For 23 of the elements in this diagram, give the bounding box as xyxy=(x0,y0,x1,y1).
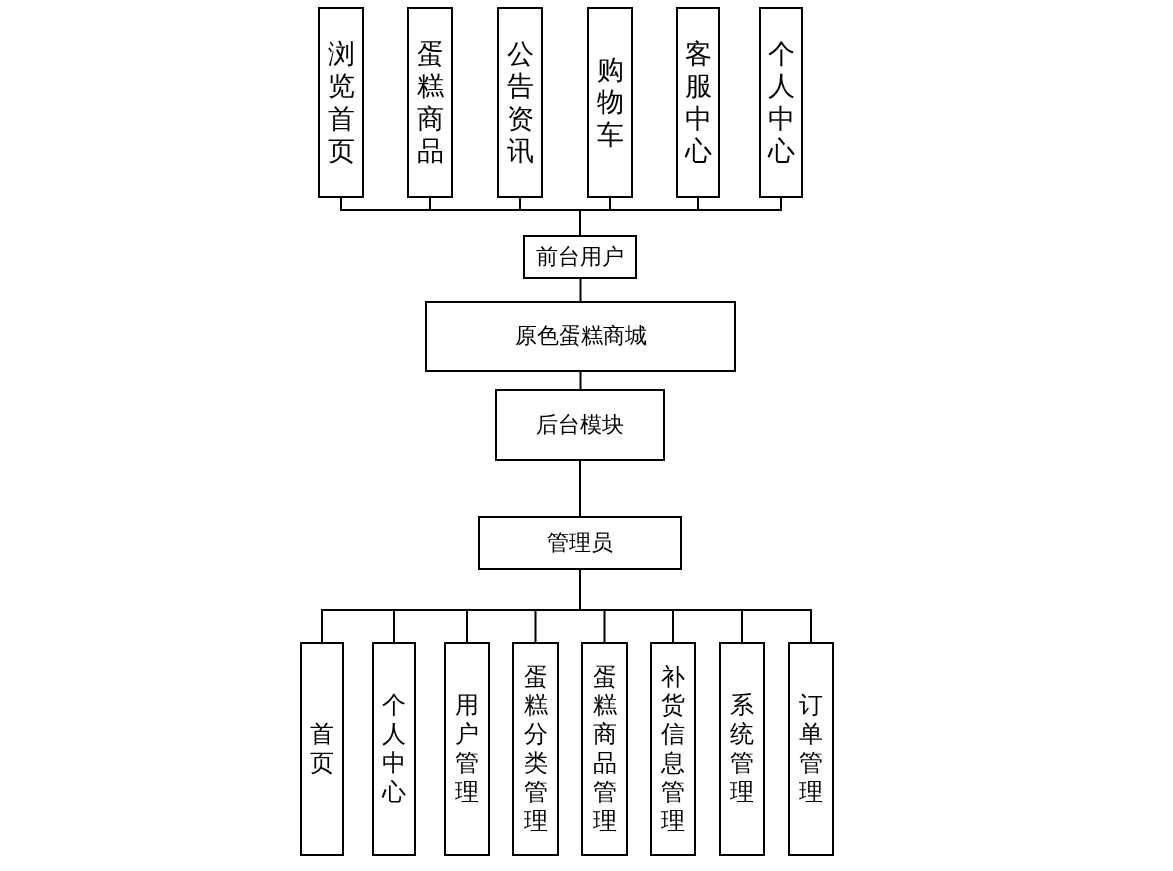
process-box: 原色蛋糕商城 xyxy=(425,301,736,372)
module-box: 系统管理 xyxy=(719,642,765,856)
process-box: 前台用户 xyxy=(523,235,637,279)
module-box: 公告资讯 xyxy=(497,7,543,198)
connector-line xyxy=(579,197,782,236)
module-box: 个人中心 xyxy=(759,7,803,198)
module-box: 首页 xyxy=(300,642,344,856)
process-box: 管理员 xyxy=(478,516,682,570)
connector-line xyxy=(579,460,581,517)
module-box: 个人中心 xyxy=(372,642,416,856)
module-box: 蛋糕分类管理 xyxy=(512,642,559,856)
connector-line xyxy=(579,278,582,302)
process-box: 后台模块 xyxy=(495,389,665,461)
module-box: 用户管理 xyxy=(444,642,490,856)
connector-line xyxy=(579,371,582,390)
module-box: 补货信息管理 xyxy=(650,642,696,856)
connector-line xyxy=(579,569,812,643)
module-box: 订单管理 xyxy=(788,642,834,856)
module-box: 客服中心 xyxy=(676,7,720,198)
module-box: 蛋糕商品 xyxy=(407,7,453,198)
module-box: 购物车 xyxy=(587,7,633,198)
module-box: 浏览首页 xyxy=(318,7,364,198)
module-box: 蛋糕商品管理 xyxy=(581,642,628,856)
